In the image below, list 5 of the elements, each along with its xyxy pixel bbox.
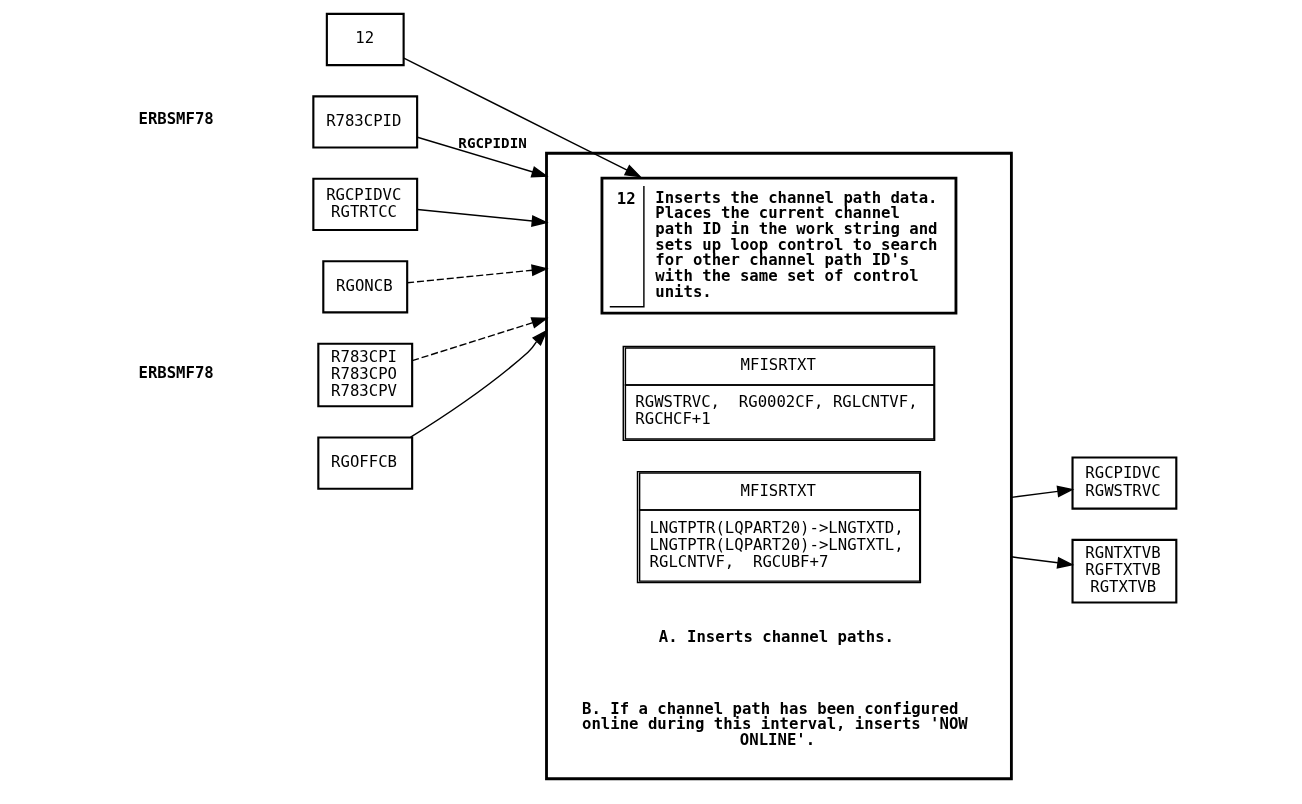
label: ERBSMF78	[138, 362, 214, 382]
edge-label: RGCPIDIN	[458, 134, 527, 151]
label: ERBSMF78	[138, 109, 214, 129]
label: A. Inserts channel paths.	[658, 626, 895, 646]
label: B. If a channel path has been configured online during this interval, inserts 'NOW ONLINE'.	[582, 698, 968, 750]
